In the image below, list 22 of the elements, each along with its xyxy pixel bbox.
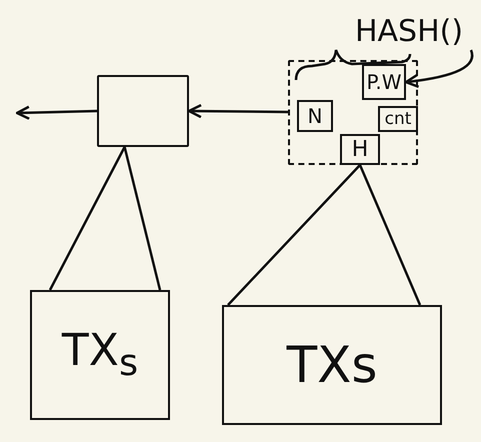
block-header-box	[288, 60, 418, 165]
field-box	[378, 106, 418, 132]
arrow	[404, 50, 474, 88]
transactions-box	[222, 305, 442, 425]
transactions-label: TXs	[286, 340, 378, 390]
tree-line	[227, 164, 361, 306]
function-label: HASH()	[343, 12, 475, 52]
transactions-label: TX$_{s}$	[62, 328, 138, 382]
field-label: cnt	[384, 110, 412, 128]
arrow	[16, 105, 98, 120]
field-label: P.W	[366, 72, 402, 92]
transactions-box	[30, 290, 170, 420]
field-box	[362, 64, 406, 100]
field-box	[297, 100, 333, 132]
field-label: H	[352, 138, 368, 160]
block-box	[97, 75, 189, 147]
tree-line	[358, 164, 422, 306]
tree-line	[123, 146, 162, 290]
field-box	[340, 134, 380, 165]
tree-line	[48, 146, 126, 291]
field-label: N	[308, 106, 322, 126]
arrow	[188, 104, 288, 118]
